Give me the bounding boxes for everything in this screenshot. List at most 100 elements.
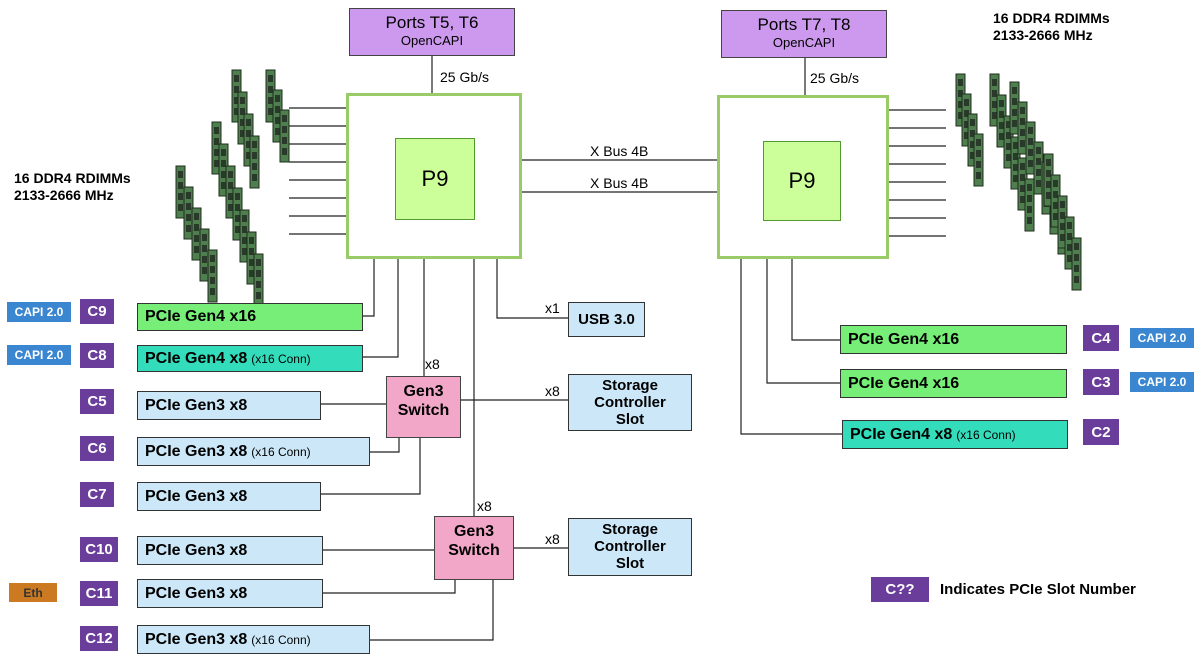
dimm-chip: [1020, 129, 1025, 136]
dimm-chip: [1036, 147, 1041, 154]
dimm-chip: [1060, 234, 1065, 241]
xbus-label-1: X Bus 4B: [590, 143, 649, 159]
dimm-chip: [256, 270, 261, 277]
dimm-chip: [268, 97, 273, 104]
dimm-chip: [282, 126, 287, 133]
dimm-chip: [1074, 243, 1079, 250]
capi-tag: CAPI 2.0: [7, 302, 71, 322]
dimm-chip: [234, 108, 239, 115]
dimm-module: [973, 133, 984, 187]
dimm-chip: [1020, 185, 1025, 192]
dimm-chip: [246, 141, 251, 148]
dimm-chip: [1006, 132, 1011, 139]
slot-sublabel: (x16 Conn): [251, 444, 311, 459]
pcie-slot-c4: PCIe Gen4 x16: [840, 325, 1067, 354]
pcie-slot-c5: PCIe Gen3 x8: [137, 391, 321, 420]
dimm-chip: [1028, 127, 1033, 134]
dimm-chip: [1012, 109, 1017, 116]
dimm-chip: [1006, 154, 1011, 161]
dimm-chip: [970, 130, 975, 137]
dimm-chip: [235, 215, 240, 222]
dimm-chip: [214, 149, 219, 156]
dimm-chip: [221, 149, 226, 156]
dimm-chip: [194, 246, 199, 253]
slot-label: PCIe Gen3 x8: [145, 630, 248, 648]
slot-number-c4: C4: [1083, 325, 1119, 351]
dimm-chip: [268, 108, 273, 115]
dimm-chip: [242, 226, 247, 233]
legend-badge: C??: [871, 577, 929, 602]
dimm-chip: [282, 115, 287, 122]
port-title: Ports T5, T6: [385, 13, 479, 32]
memory-speed: 2133-2666 MHz: [14, 187, 114, 203]
dimm-chip: [246, 130, 251, 137]
port-t5-t6: Ports T5, T6 OpenCAPI: [349, 8, 515, 56]
storage-controller-slot-1: Storage Controller Slot: [568, 374, 692, 431]
memory-label-right: 16 DDR4 RDIMMs 2133-2666 MHz: [993, 10, 1110, 44]
pcie-slot-c12: PCIe Gen3 x8(x16 Conn): [137, 625, 370, 654]
dimm-chip: [221, 171, 226, 178]
slot-number-c5: C5: [80, 389, 114, 414]
dimm-chip: [1020, 140, 1025, 147]
dimm-chip: [210, 255, 215, 262]
dimm-chip: [976, 172, 981, 179]
dimm-chip: [242, 248, 247, 255]
dimm-chip: [1013, 175, 1018, 182]
dimm-chip: [1013, 164, 1018, 171]
dimm-chip: [194, 224, 199, 231]
dimm-chip: [999, 122, 1004, 129]
dimm-chip: [1020, 118, 1025, 125]
dimm-chip: [964, 99, 969, 106]
dimm-chip: [275, 106, 280, 113]
switch-uplink-width-2: x8: [477, 498, 492, 514]
slot-label: PCIe Gen3 x8: [145, 541, 248, 559]
dimm-chip: [178, 204, 183, 211]
slot-label: PCIe Gen3 x8: [145, 442, 248, 460]
storage-line-1: Storage: [602, 521, 658, 538]
dimm-chip: [282, 148, 287, 155]
dimm-chip: [1060, 223, 1065, 230]
dimm-chip: [1036, 169, 1041, 176]
dimm-chip: [234, 75, 239, 82]
dimm-chip: [1020, 196, 1025, 203]
dimm-chip: [249, 237, 254, 244]
memory-modules-right: [955, 73, 1082, 291]
dimm-chip: [1027, 195, 1032, 202]
dimm-chip: [1020, 174, 1025, 181]
dimm-chip: [234, 86, 239, 93]
link-speed-left: 25 Gb/s: [440, 69, 490, 85]
dimm-chip: [210, 266, 215, 273]
dimm-chip: [999, 100, 1004, 107]
dimm-chip: [1046, 159, 1051, 166]
dimm-chip: [178, 171, 183, 178]
storage-width-1: x8: [545, 383, 560, 399]
dimm-chip: [1028, 138, 1033, 145]
dimm-chip: [1006, 121, 1011, 128]
dimm-chip: [275, 95, 280, 102]
dimm-chip: [240, 108, 245, 115]
dimm-module: [1071, 237, 1082, 291]
dimm-chip: [1012, 87, 1017, 94]
dimm-chip: [240, 119, 245, 126]
pcie-slot-c10: PCIe Gen3 x8: [137, 536, 323, 565]
switch-line-1: Gen3: [453, 523, 494, 540]
dimm-chip: [242, 215, 247, 222]
dimm-chip: [970, 141, 975, 148]
dimm-chip: [1067, 244, 1072, 251]
port-title: Ports T7, T8: [757, 15, 851, 34]
memory-label-left: 16 DDR4 RDIMMs 2133-2666 MHz: [14, 170, 131, 204]
dimm-chip: [242, 237, 247, 244]
dimm-chip: [282, 137, 287, 144]
dimm-chip: [1053, 191, 1058, 198]
dimm-chip: [1027, 217, 1032, 224]
dimm-chip: [186, 214, 191, 221]
slot-number-c3: C3: [1083, 369, 1119, 395]
dimm-chip: [234, 97, 239, 104]
dimm-chip: [1060, 201, 1065, 208]
dimm-chip: [992, 112, 997, 119]
dimm-chip: [240, 97, 245, 104]
dimm-chip: [1036, 180, 1041, 187]
dimm-chip: [958, 112, 963, 119]
dimm-chip: [970, 119, 975, 126]
dimm-chip: [214, 127, 219, 134]
